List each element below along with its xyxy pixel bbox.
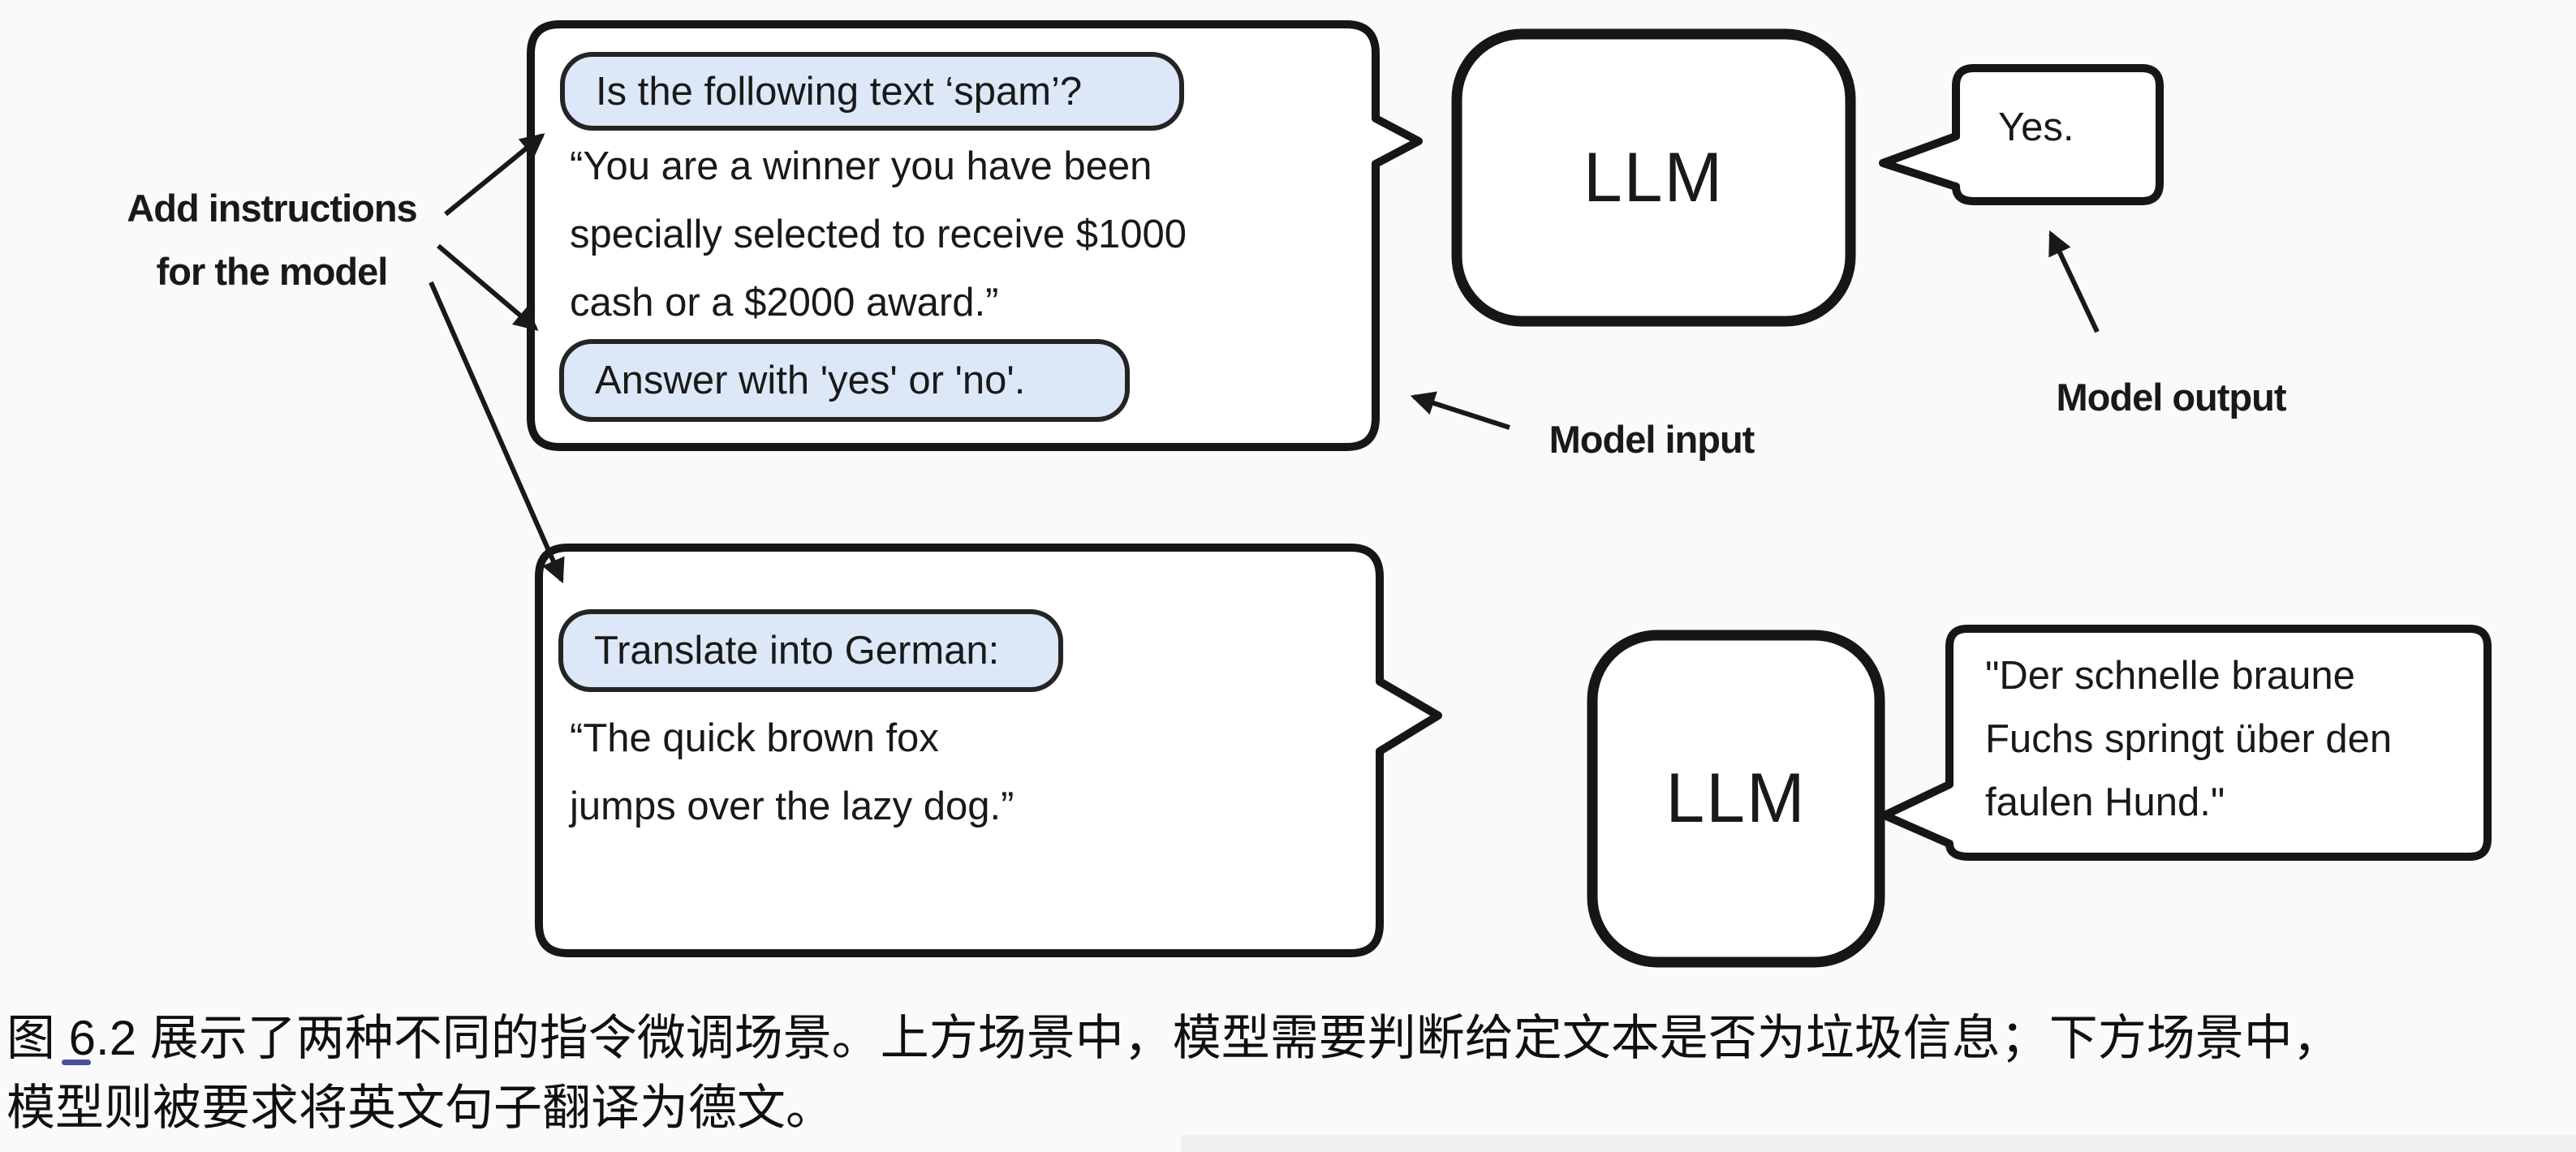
top-llm-label: LLM	[1583, 138, 1725, 217]
top-output-text: Yes.	[1998, 105, 2074, 149]
top-output-bubble-shape	[1879, 64, 2164, 205]
arrow-to-bottom-instruction-pill	[429, 281, 565, 584]
arrow-to-top-instruction-pill	[444, 133, 545, 217]
figure-caption: 图 6.2 展示了两种不同的指令微调场景。上方场景中，模型需要判断给定文本是否为…	[6, 1004, 2341, 1143]
top-answer-pill: Answer with 'yes' or 'no'.	[559, 339, 1130, 422]
bottom-llm-box-shape	[1587, 630, 1885, 968]
bottom-input-text-line1: “The quick brown fox	[570, 716, 939, 760]
figure-caption-line2: 模型则被要求将英文句子翻译为德文。	[6, 1081, 834, 1135]
bottom-output-text-line2: Fuchs springt über den	[1985, 717, 2393, 761]
bottom-input-text-line2: jumps over the lazy dog.”	[570, 784, 1014, 828]
caption-underline-mark	[62, 1060, 91, 1065]
bottom-input-text: “The quick brown fox jumps over the lazy…	[570, 704, 1014, 840]
top-input-text-line3: cash or a $2000 award.”	[570, 281, 999, 325]
model-output-label: Model output	[2056, 376, 2287, 419]
bottom-output-bubble-shape	[1880, 625, 2492, 861]
top-instruction-pill-text: Is the following text ‘spam’?	[596, 69, 1083, 114]
top-input-text-line2: specially selected to receive $1000	[570, 213, 1187, 256]
add-instructions-line1: Add instructions	[127, 187, 417, 230]
bottom-instruction-pill-text: Translate into German:	[594, 629, 1000, 673]
bottom-llm-label: LLM	[1665, 759, 1807, 837]
arrow-to-answer-pill	[437, 243, 539, 331]
top-llm-box-shape	[1451, 28, 1856, 327]
add-instructions-line2: for the model	[156, 250, 389, 293]
bottom-output-text-line1: "Der schnelle braune	[1985, 654, 2355, 698]
bottom-output-text: "Der schnelle braune Fuchs springt über …	[1985, 644, 2392, 834]
add-instructions-label: Add instructions for the model	[69, 177, 475, 303]
figure-caption-line1: 图 6.2 展示了两种不同的指令微调场景。上方场景中，模型需要判断给定文本是否为…	[6, 1011, 2341, 1065]
top-instruction-pill: Is the following text ‘spam’?	[560, 52, 1184, 131]
bottom-output-text-line3: faulen Hund."	[1985, 780, 2225, 824]
top-answer-pill-text: Answer with 'yes' or 'no'.	[595, 359, 1026, 402]
arrow-model-input	[1410, 391, 1510, 430]
bottom-edge-artifact	[1181, 1135, 2576, 1152]
model-input-label: Model input	[1549, 418, 1755, 461]
bottom-instruction-pill: Translate into German:	[558, 609, 1063, 692]
arrow-model-output	[2048, 230, 2100, 333]
top-input-text-line1: “You are a winner you have been	[570, 144, 1152, 188]
top-input-text: “You are a winner you have been speciall…	[570, 132, 1187, 337]
